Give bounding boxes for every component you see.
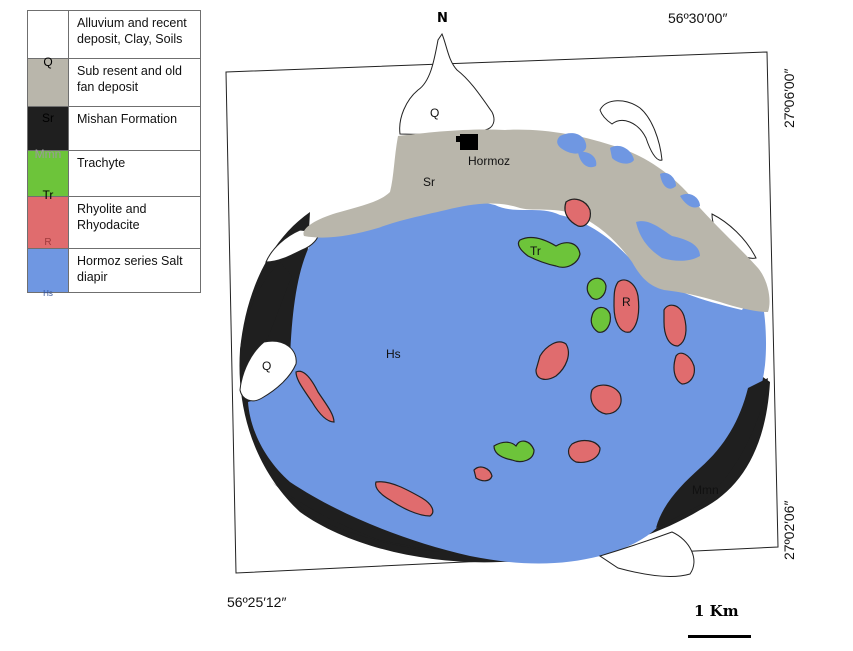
trachyte-body-3 bbox=[590, 306, 611, 333]
rhyolite-body-2 bbox=[613, 279, 640, 333]
label-sr: Sr bbox=[423, 175, 435, 189]
scale-bar bbox=[688, 635, 751, 638]
legend-swatch-q: Q bbox=[27, 10, 69, 69]
rhyolite-body-7 bbox=[567, 439, 601, 463]
mishan-patch-west bbox=[240, 262, 292, 350]
legend-code-q: Q bbox=[43, 54, 53, 69]
rhyolite-body-8 bbox=[295, 370, 335, 423]
legend-label-tr: Trachyte bbox=[68, 150, 201, 197]
legend-code-r: R bbox=[44, 236, 52, 248]
q-deposit-north bbox=[399, 32, 495, 135]
legend-code-tr: Tr bbox=[42, 187, 54, 202]
trachyte-body-4 bbox=[493, 440, 535, 463]
label-r: R bbox=[622, 295, 631, 309]
map-frame bbox=[225, 51, 779, 574]
legend-swatch-mmn: Mmn bbox=[27, 106, 69, 161]
q-deposit-northwest bbox=[265, 229, 319, 263]
rhyolite-body-5 bbox=[535, 341, 569, 380]
trachyte-body-2 bbox=[586, 277, 607, 300]
mishan-patch-east bbox=[656, 378, 768, 528]
label-q-north: Q bbox=[430, 106, 439, 120]
legend-row-mmn: Mmn Mishan Formation bbox=[27, 106, 201, 161]
label-q-west: Q bbox=[262, 359, 271, 373]
rhyolite-body-1 bbox=[564, 198, 591, 227]
rhyolite-body-10 bbox=[473, 466, 493, 482]
coord-right-bottom-latitude: 27º02′06″ bbox=[781, 500, 797, 560]
label-hs: Hs bbox=[386, 347, 401, 361]
hs-inlet-2 bbox=[610, 145, 634, 164]
label-tr: Tr bbox=[530, 244, 541, 258]
legend-label-q: Alluvium and recent deposit, Clay, Soils bbox=[68, 10, 201, 59]
hs-inlet-5 bbox=[636, 221, 700, 261]
north-arrow-label: N bbox=[437, 11, 448, 26]
q-deposit-west bbox=[239, 340, 297, 402]
hs-inlet-3 bbox=[578, 151, 597, 168]
legend-label-sr: Sub resent and old fan deposit bbox=[68, 58, 201, 107]
town-marker bbox=[460, 134, 478, 150]
legend-row-q: Q Alluvium and recent deposit, Clay, Soi… bbox=[27, 10, 201, 69]
legend-row-r: R Rhyolite and Rhyodacite bbox=[27, 196, 201, 249]
legend-row-tr: Tr Trachyte bbox=[27, 150, 201, 202]
sr-fan-deposit-unit bbox=[303, 129, 770, 312]
map-legend: Q Alluvium and recent deposit, Clay, Soi… bbox=[27, 10, 201, 298]
legend-row-hs: Hs Hormoz series Salt diapir bbox=[27, 248, 201, 298]
legend-swatch-sr: Sr bbox=[27, 58, 69, 125]
hs-inlet-4 bbox=[660, 172, 676, 189]
label-town: Hormoz bbox=[468, 154, 510, 168]
coord-bottom-left-longitude: 56º25′12″ bbox=[227, 594, 287, 610]
hs-inlet-6 bbox=[680, 193, 700, 208]
label-mmn: Mmn bbox=[692, 483, 719, 497]
legend-swatch-hs: Hs bbox=[27, 248, 69, 298]
coord-right-top-latitude: 27º06′00″ bbox=[781, 68, 797, 128]
legend-label-hs: Hormoz series Salt diapir bbox=[68, 248, 201, 293]
legend-label-mmn: Mishan Formation bbox=[68, 106, 201, 151]
hs-inlet-1 bbox=[557, 133, 587, 154]
rhyolite-body-3 bbox=[663, 304, 687, 347]
rhyolite-body-9 bbox=[375, 481, 434, 517]
legend-label-r: Rhyolite and Rhyodacite bbox=[68, 196, 201, 249]
q-deposit-northeast-hook bbox=[599, 100, 663, 161]
q-deposit-south bbox=[598, 531, 695, 577]
legend-code-sr: Sr bbox=[42, 110, 54, 125]
trachyte-body-1 bbox=[517, 236, 581, 268]
coord-top-right-longitude: 56º30′00″ bbox=[668, 10, 728, 26]
legend-code-hs: Hs bbox=[43, 288, 53, 298]
rhyolite-body-4 bbox=[673, 352, 695, 385]
legend-row-sr: Sr Sub resent and old fan deposit bbox=[27, 58, 201, 125]
rhyolite-body-6 bbox=[590, 384, 622, 415]
town-marker-notch bbox=[456, 136, 462, 142]
legend-code-mmn: Mmn bbox=[34, 146, 62, 161]
scale-bar-label: 1 Km bbox=[694, 602, 739, 620]
